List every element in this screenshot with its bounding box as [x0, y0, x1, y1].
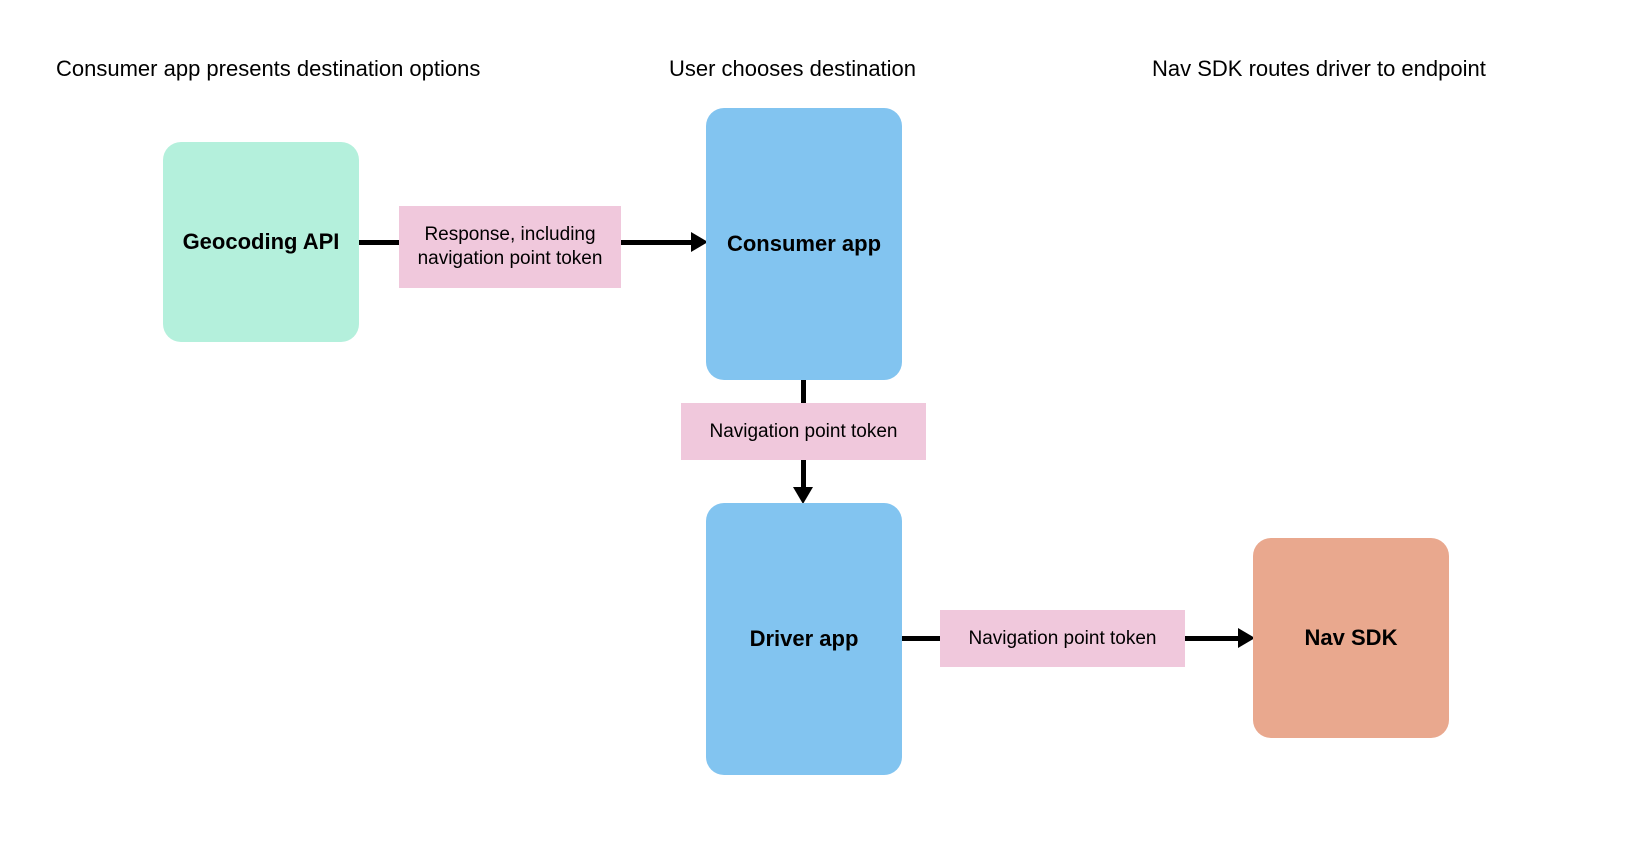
node-geocoding-api-label: Geocoding API	[182, 229, 340, 254]
arrowhead-down-icon-consumer-to-driver	[793, 487, 813, 504]
node-consumer-app[interactable]: Consumer app	[706, 108, 902, 380]
node-driver-app[interactable]: Driver app	[706, 503, 902, 775]
node-driver-app-label: Driver app	[749, 626, 859, 651]
node-geocoding-api[interactable]: Geocoding API	[163, 142, 359, 342]
arrowhead-right-icon-geocoding-to-consumer	[691, 232, 708, 252]
node-nav-sdk[interactable]: Nav SDK	[1253, 538, 1449, 738]
column-header-user-chooses: User chooses destination	[669, 56, 917, 81]
edge-label-response-including-navigation-point-token: Response, including navigation point tok…	[399, 206, 621, 288]
edge-label-navigation-point-token-consumer-to-driver: Navigation point token	[681, 403, 926, 460]
column-header-consumer-app-presents: Consumer app presents destination option…	[56, 56, 481, 81]
column-header-nav-sdk-routes: Nav SDK routes driver to endpoint	[1152, 56, 1486, 81]
arrowhead-right-icon-driver-to-navsdk	[1238, 628, 1255, 648]
node-nav-sdk-label: Nav SDK	[1304, 625, 1398, 650]
edge-label-navigation-point-token-driver-to-navsdk: Navigation point token	[940, 610, 1185, 667]
node-consumer-app-label: Consumer app	[726, 231, 882, 256]
